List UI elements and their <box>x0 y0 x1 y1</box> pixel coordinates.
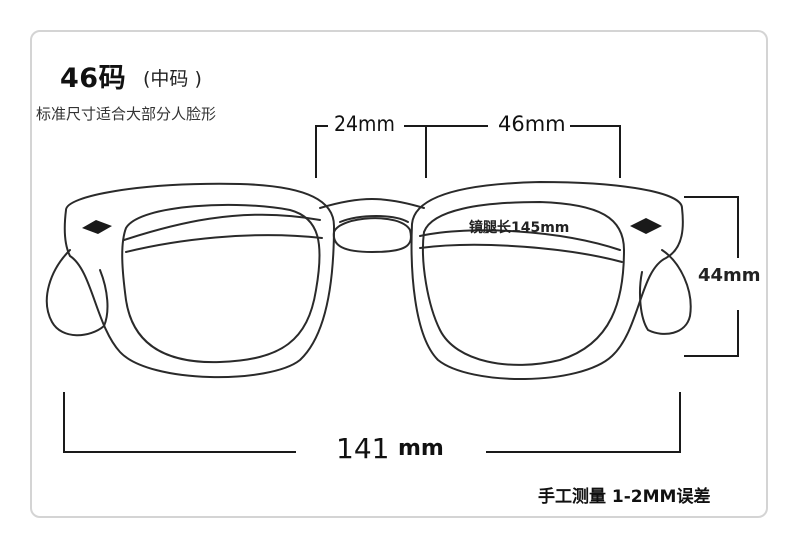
height-dim-bottom <box>684 310 739 357</box>
bridge-top <box>319 198 425 209</box>
left-lens <box>121 203 321 364</box>
right-rivet-icon <box>630 218 662 234</box>
bridge-width-label: 24mm <box>334 112 395 136</box>
bridge-pad <box>332 217 412 253</box>
right-arm-inner-2 <box>419 243 623 263</box>
total-width-unit: mm <box>398 436 444 461</box>
right-frame-outer <box>410 181 684 380</box>
size-label: (中码 ) <box>143 68 202 90</box>
height-dim-top <box>684 196 739 258</box>
bridge-dim-line-right <box>404 125 427 178</box>
diagram-card <box>30 30 768 518</box>
left-arm-inner-2 <box>125 234 323 253</box>
left-rivet-icon <box>82 220 112 234</box>
left-arm-inner <box>123 213 321 241</box>
total-dim-right <box>486 392 681 453</box>
measurement-note: 手工测量 1-2MM误差 <box>538 487 711 507</box>
bridge-dim-line <box>315 125 328 178</box>
bridge-inner <box>339 215 409 223</box>
lens-width-label: 46mm <box>498 112 566 136</box>
left-temple-arm <box>45 249 109 337</box>
total-width-value: 141 <box>336 432 390 465</box>
lens-height-label: 44mm <box>698 265 761 286</box>
right-lens <box>421 201 625 366</box>
size-title: 46码 <box>60 63 127 94</box>
lens-dim-line-right <box>570 125 621 178</box>
temple-length-label: 镜腿长145mm <box>469 220 570 236</box>
total-dim-left <box>63 392 296 453</box>
right-arm-inner <box>419 229 621 251</box>
left-frame-outer <box>63 182 335 379</box>
subtitle: 标准尺寸适合大部分人脸形 <box>36 105 217 123</box>
right-temple-arm <box>639 249 692 335</box>
